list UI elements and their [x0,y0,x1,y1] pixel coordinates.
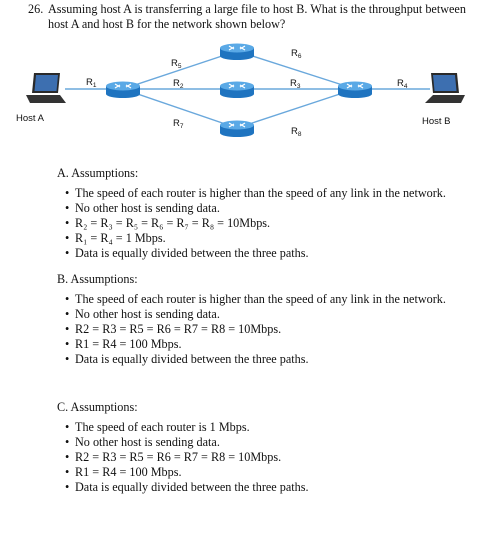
list-item: Data is equally divided between the thre… [57,352,455,366]
option-a: A. Assumptions: The speed of each router… [57,166,446,261]
link-label-r2: R2 [173,78,184,90]
list-item: Data is equally divided between the thre… [57,480,309,494]
link-label-r8: R8 [291,126,302,138]
link-label-r3: R3 [290,78,301,90]
list-item: R₂ = R₃ = R₅ = R₆ = R₇ = R₈ = 10Mbps. [57,216,446,230]
list-item: The speed of each router is higher than … [57,186,446,200]
list-item: R1 = R4 = 100 Mbps. [57,465,309,479]
network-diagram: Host A Host B R1 R5 R2 R7 R6 R3 R8 R4 [16,43,465,138]
option-title: B. Assumptions: [57,272,138,286]
list-item: R2 = R3 = R5 = R6 = R7 = R8 = 10Mbps. [57,322,455,336]
question-text: Assuming host A is transferring a large … [48,2,466,31]
assumption-list: The speed of each router is 1 Mbps. No o… [57,420,309,494]
link-r8 [236,88,356,129]
link-r6 [236,50,356,90]
host-a-label: Host A [16,113,45,124]
link-r7 [122,88,238,129]
list-item: R₁ = R₄ = 1 Mbps. [57,231,446,245]
list-item: The speed of each router is higher than … [57,292,455,306]
laptop-icon [425,73,465,103]
router-icon [338,81,372,98]
assumption-list: The speed of each router is higher than … [57,292,455,366]
router-icon [106,81,140,98]
assumption-list: The speed of each router is higher than … [57,186,446,260]
router-icon [220,120,254,137]
option-c: C. Assumptions: The speed of each router… [57,400,309,495]
laptop-icon [26,73,66,103]
router-icon [220,43,254,60]
link-label-r4: R4 [397,78,408,90]
list-item: R2 = R3 = R5 = R6 = R7 = R8 = 10Mbps. [57,450,309,464]
question: 26. Assuming host A is transferring a la… [28,2,480,32]
question-number: 26. [28,2,44,16]
link-label-r1: R1 [86,77,97,89]
host-b-label: Host B [422,116,451,127]
option-title: A. Assumptions: [57,166,139,180]
option-b: B. Assumptions: The speed of each router… [57,272,455,367]
option-title: C. Assumptions: [57,400,138,414]
list-item: No other host is sending data. [57,201,446,215]
list-item: No other host is sending data. [57,307,455,321]
list-item: Data is equally divided between the thre… [57,246,446,260]
list-item: No other host is sending data. [57,435,309,449]
link-label-r5: R5 [171,58,182,70]
list-item: R1 = R4 = 100 Mbps. [57,337,455,351]
link-label-r6: R6 [291,48,302,60]
links [65,50,430,129]
link-r5 [122,50,238,90]
list-item: The speed of each router is 1 Mbps. [57,420,309,434]
router-icon [220,81,254,98]
link-label-r7: R7 [173,118,184,130]
